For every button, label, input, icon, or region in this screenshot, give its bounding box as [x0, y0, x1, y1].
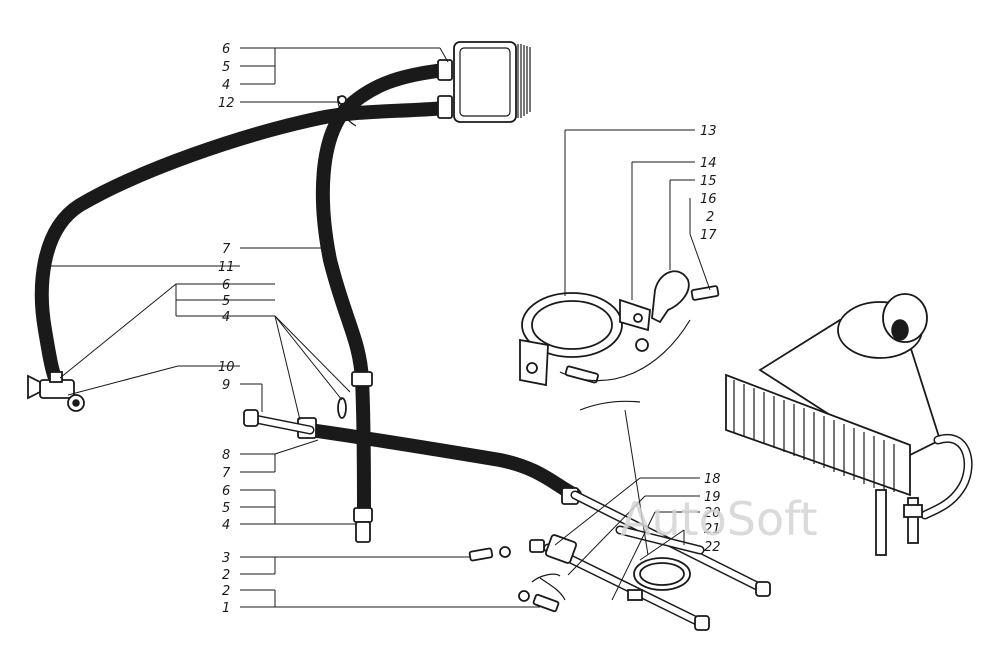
- callout-2-bolt: 2: [222, 568, 230, 583]
- callout-4-low: 4: [222, 518, 230, 533]
- pipe-9: [243, 409, 315, 435]
- callout-labels: 6 5 4 12 13 14 15 16 2 17 7 11 6 5 4 10 …: [218, 42, 721, 616]
- drain-valve-10: [27, 371, 85, 412]
- callout-1: 1: [222, 601, 230, 616]
- clamp-bottom: [353, 507, 373, 523]
- callout-4-mid: 4: [222, 310, 230, 325]
- leader-lines: [48, 47, 711, 608]
- callout-8: 8: [222, 448, 230, 463]
- callout-5-low: 5: [222, 501, 230, 516]
- callout-16: 16: [700, 192, 717, 207]
- callout-4-top: 4: [222, 78, 230, 93]
- bottom-pipe-assembly: [468, 490, 771, 631]
- hose-11: [34, 101, 452, 385]
- fitting-bottom: [355, 521, 371, 543]
- callout-15: 15: [700, 174, 717, 189]
- callout-12: 12: [218, 96, 235, 111]
- heater-radiator-icon: [453, 41, 531, 123]
- clip-12-eye: [337, 95, 347, 105]
- callout-6-mid: 6: [222, 278, 230, 293]
- callout-5-top: 5: [222, 60, 230, 75]
- callout-6-top: 6: [222, 42, 230, 57]
- callout-5-mid: 5: [222, 294, 230, 309]
- hose-7-lower: [303, 423, 582, 502]
- callout-19: 19: [704, 490, 721, 505]
- callout-13: 13: [700, 124, 717, 139]
- callout-14: 14: [700, 156, 717, 171]
- clamp-bracket-icon: [519, 270, 720, 411]
- callout-2-bracket: 2: [706, 210, 714, 225]
- clamp-mid: [437, 95, 453, 119]
- callout-18: 18: [704, 472, 721, 487]
- callout-22: 22: [704, 540, 721, 555]
- callout-7-top: 7: [222, 242, 231, 257]
- callout-20: 20: [704, 506, 721, 521]
- callout-9: 9: [222, 378, 230, 393]
- clip-small: [337, 397, 347, 419]
- cooler-fins: [733, 380, 895, 492]
- clamp-vertical: [351, 371, 373, 387]
- callout-3: 3: [222, 551, 230, 566]
- callout-11: 11: [218, 260, 235, 275]
- hose-assembly: [34, 63, 582, 522]
- callout-2-lower: 2: [222, 584, 230, 599]
- watermark-text: AutoSoft: [620, 492, 818, 546]
- callout-10: 10: [218, 360, 235, 375]
- clamp-top: [437, 59, 453, 81]
- callout-21: 21: [704, 522, 721, 537]
- callout-7-low: 7: [222, 466, 231, 481]
- callout-6-low: 6: [222, 484, 230, 499]
- finned-cooler-icon: [725, 293, 973, 556]
- callout-17: 17: [700, 228, 717, 243]
